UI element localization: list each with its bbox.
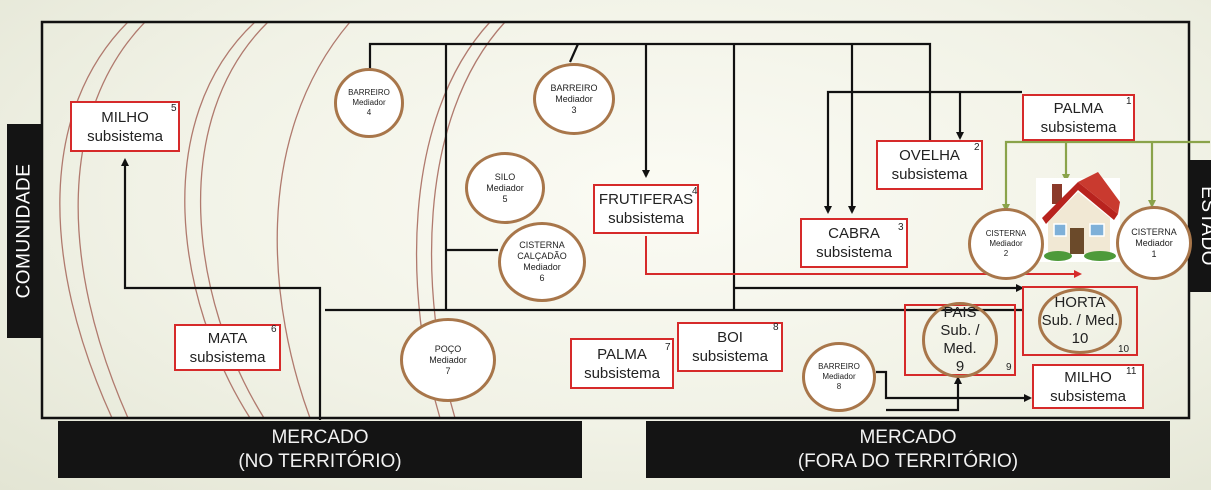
box-title: MATA: [207, 329, 248, 347]
box-boi-8: BOI subsistema: [677, 322, 783, 372]
circle-line: 2: [1003, 249, 1009, 258]
frame: [40, 20, 1191, 420]
box-title: PAIS: [943, 304, 977, 321]
circle-line: 7: [445, 365, 451, 376]
box-index: 9: [955, 358, 965, 375]
circle-line: Mediador: [989, 239, 1023, 248]
box-index: 10: [1071, 330, 1089, 347]
circle-line: CISTERNA: [519, 240, 565, 250]
circle-line: 3: [571, 104, 577, 115]
circle-line: SILO: [494, 171, 516, 182]
box-title: BOI: [717, 329, 743, 346]
circle-line: 8: [836, 382, 842, 391]
market-no-territorio: MERCADO (NO TERRITÓRIO): [58, 421, 582, 478]
box-number: 1: [1126, 96, 1132, 107]
box-number: 10: [1118, 344, 1130, 355]
circle-line: CALÇADÃO: [517, 251, 567, 261]
circle-line: BARREIRO: [818, 362, 860, 371]
market-subtitle: (NO TERRITÓRIO): [238, 450, 402, 472]
box-ovelha-2: OVELHA subsistema: [876, 140, 983, 190]
circle-line: Mediador: [822, 372, 856, 381]
box-subtitle: subsistema: [1040, 118, 1117, 136]
green-connectors: [1002, 140, 1210, 212]
circle-line: CISTERNA: [985, 229, 1027, 238]
box-subtitle: subsistema: [816, 244, 892, 261]
circle-line: Mediador: [486, 182, 524, 193]
box-subtitle: subsistema: [608, 210, 684, 227]
box-cabra-3: CABRA subsistema: [800, 218, 908, 268]
box-subtitle: subsistema: [87, 127, 163, 145]
circle-line: Mediador: [555, 93, 593, 104]
circle-line: BARREIRO: [348, 88, 390, 97]
circle-line: Mediador: [352, 98, 386, 107]
box-number: 7: [665, 342, 671, 353]
circle-line: 4: [366, 108, 372, 117]
circle-line: 6: [539, 273, 545, 283]
market-fora-do-territorio: MERCADO (FORA DO TERRITÓRIO): [646, 421, 1170, 478]
box-title: MILHO: [1064, 368, 1112, 386]
circle-line: 5: [502, 193, 508, 204]
circle-line: CISTERNA: [1131, 226, 1177, 237]
side-label-estado: ESTADO: [1190, 160, 1211, 292]
box-frutiferas-4: FRUTIFERAS subsistema: [593, 184, 699, 234]
box-number: 6: [271, 324, 277, 335]
box-number: 3: [898, 222, 904, 233]
box-subtitle: subsistema: [891, 166, 968, 183]
box-number: 9: [1006, 362, 1012, 373]
box-title: PALMA: [597, 345, 647, 363]
box-subtitle: Sub. / Med.: [1041, 312, 1119, 329]
box-subtitle: subsistema: [1050, 387, 1126, 405]
house-icon: [1036, 172, 1120, 262]
box-title: CABRA: [828, 225, 880, 242]
box-title: OVELHA: [899, 147, 960, 164]
circle-line: Mediador: [523, 262, 561, 272]
box-title: PALMA: [1053, 99, 1104, 117]
box-subtitle: subsistema: [189, 348, 266, 366]
box-title: HORTA: [1054, 294, 1106, 311]
box-number: 8: [773, 322, 779, 333]
decorative-curves: [59, 21, 506, 419]
box-subtitle: subsistema: [692, 348, 768, 365]
box-title: FRUTIFERAS: [598, 191, 694, 208]
market-title: MERCADO: [859, 426, 957, 448]
box-number: 2: [974, 142, 980, 153]
market-subtitle: (FORA DO TERRITÓRIO): [797, 450, 1019, 472]
box-number: 11: [1126, 366, 1137, 377]
circle-line: Mediador: [1135, 237, 1173, 248]
circle-line: 1: [1151, 248, 1157, 259]
circle-line: Mediador: [429, 354, 467, 365]
market-title: MERCADO: [271, 426, 369, 448]
red-connector: [645, 236, 1082, 278]
box-number: 5: [171, 103, 177, 114]
circle-line: BARREIRO: [550, 82, 598, 93]
box-subtitle: Sub. / Med.: [940, 322, 980, 357]
box-title: MILHO: [101, 108, 149, 126]
circle-line: POÇO: [434, 343, 462, 354]
box-number: 4: [692, 186, 698, 197]
box-subtitle: subsistema: [584, 364, 660, 382]
black-connectors: [121, 42, 1032, 420]
side-label-comunidade: COMUNIDADE: [7, 124, 41, 338]
